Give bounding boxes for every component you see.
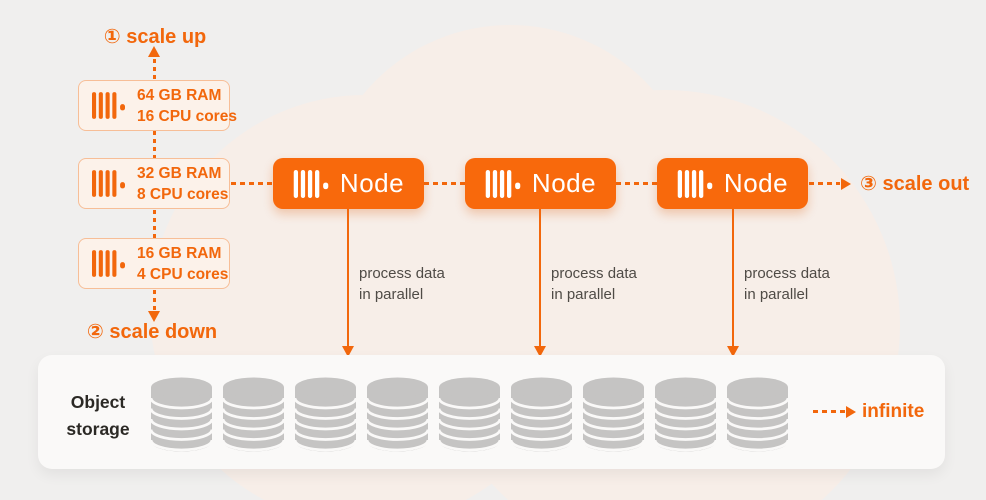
scale-out-arrow-icon	[841, 177, 851, 190]
process-label-line2: in parallel	[744, 286, 809, 303]
database-cylinder-icon	[222, 377, 285, 452]
node-to-storage-arrow-icon	[342, 346, 354, 357]
database-cylinder-icon	[294, 377, 357, 452]
compute-bars-icon	[92, 250, 125, 277]
compute-bars-icon	[293, 169, 329, 198]
database-cylinder-icon	[150, 377, 213, 452]
scale-up-dotted-line	[153, 59, 156, 80]
process-label-line1: process data	[551, 265, 637, 282]
scale-down-label: ② scale down	[86, 321, 218, 343]
scale-out-label: ③ scale out	[860, 173, 970, 195]
spec-ram-label: 16 GB RAM	[137, 244, 222, 262]
compute-bars-icon	[92, 170, 125, 197]
spec-connector-dotted-line	[153, 210, 156, 238]
infinite-dotted-line	[813, 410, 846, 413]
database-cylinder-icon	[366, 377, 429, 452]
process-label: process data in parallel	[551, 263, 637, 305]
scale-up-arrow-icon	[148, 46, 160, 57]
object-storage-title: Object storage	[50, 389, 146, 443]
spec-text: 16 GB RAM 4 CPU cores	[137, 243, 228, 285]
storage-cylinder-row	[150, 377, 789, 455]
scale-down-dotted-line	[153, 290, 156, 311]
database-cylinder-icon	[438, 377, 501, 452]
process-label-line1: process data	[359, 265, 445, 282]
node-to-storage-arrow-line	[732, 209, 734, 347]
node-connector-dotted-line	[616, 182, 657, 185]
infinite-label: infinite	[862, 401, 925, 422]
object-storage-title-line2: storage	[66, 419, 130, 439]
object-storage-title-line1: Object	[70, 392, 126, 412]
node-3: Node	[657, 158, 808, 209]
node-to-storage-arrow-line	[539, 209, 541, 347]
node-to-storage-arrow-icon	[534, 346, 546, 357]
spec-box-16gb: 16 GB RAM 4 CPU cores	[78, 238, 230, 289]
node-1: Node	[273, 158, 424, 209]
database-cylinder-icon	[582, 377, 645, 452]
process-label-line2: in parallel	[359, 286, 424, 303]
node-label: Node	[531, 168, 597, 198]
compute-bars-icon	[92, 92, 125, 119]
process-label-line2: in parallel	[551, 286, 616, 303]
spec-cpu-label: 16 CPU cores	[137, 107, 237, 125]
scale-up-label: ① scale up	[103, 26, 207, 48]
node-2: Node	[465, 158, 616, 209]
process-label: process data in parallel	[359, 263, 445, 305]
node-connector-dotted-line	[231, 182, 273, 185]
infinite-arrow-icon	[846, 405, 856, 418]
node-label: Node	[339, 168, 405, 198]
compute-bars-icon	[485, 169, 521, 198]
spec-box-64gb: 64 GB RAM 16 CPU cores	[78, 80, 237, 131]
database-cylinder-icon	[654, 377, 717, 452]
database-cylinder-icon	[510, 377, 573, 452]
spec-ram-label: 64 GB RAM	[137, 86, 222, 104]
node-to-storage-arrow-line	[347, 209, 349, 347]
node-to-storage-arrow-icon	[727, 346, 739, 357]
spec-text: 32 GB RAM 8 CPU cores	[137, 163, 228, 205]
node-connector-dotted-line	[424, 182, 465, 185]
compute-bars-icon	[677, 169, 713, 198]
database-cylinder-icon	[726, 377, 789, 452]
node-label: Node	[723, 168, 789, 198]
process-label: process data in parallel	[744, 263, 830, 305]
scale-down-arrow-icon	[148, 311, 160, 322]
spec-cpu-label: 8 CPU cores	[137, 185, 229, 203]
spec-text: 64 GB RAM 16 CPU cores	[137, 85, 237, 127]
spec-connector-dotted-line	[153, 131, 156, 158]
spec-cpu-label: 4 CPU cores	[137, 265, 229, 283]
spec-ram-label: 32 GB RAM	[137, 164, 222, 182]
process-label-line1: process data	[744, 265, 830, 282]
scale-out-dotted-line	[809, 182, 840, 185]
spec-box-32gb: 32 GB RAM 8 CPU cores	[78, 158, 230, 209]
